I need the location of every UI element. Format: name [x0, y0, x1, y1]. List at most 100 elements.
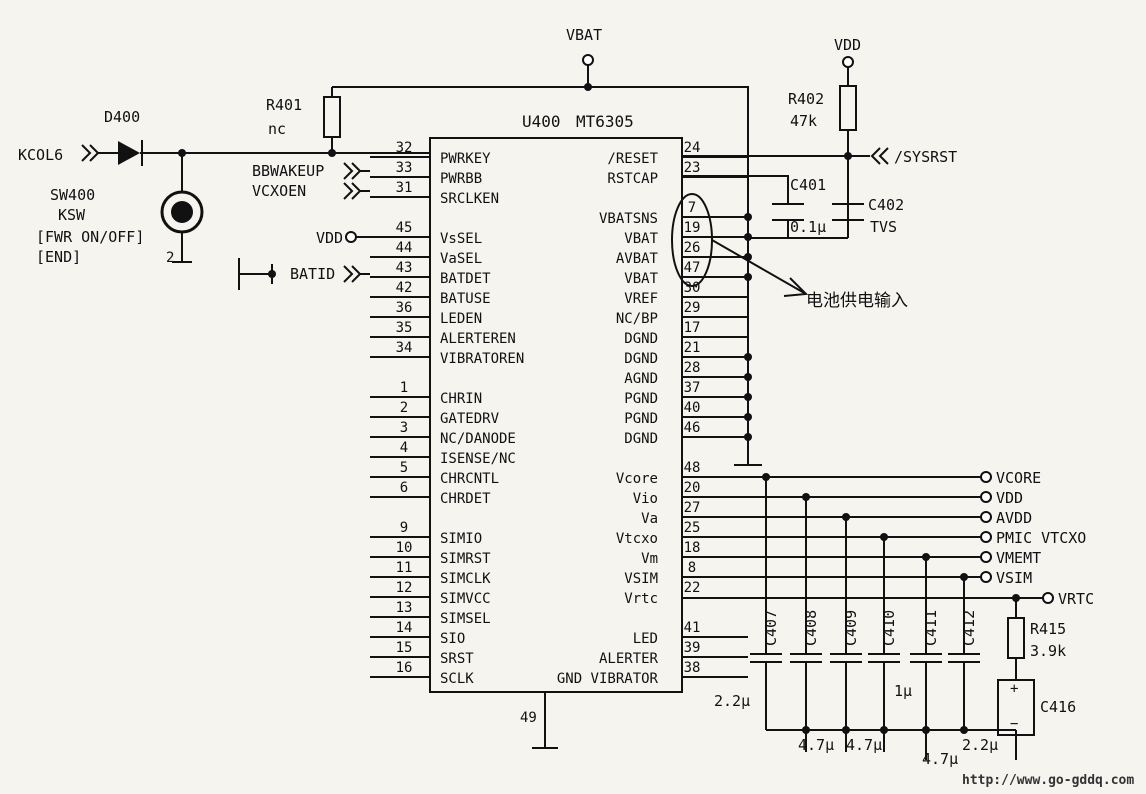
sw400-wire — [172, 153, 192, 263]
right-pin-name: ALERTER — [599, 651, 659, 667]
vbat-label: VBAT — [566, 26, 602, 44]
left-pin-name: SRCLKEN — [440, 191, 499, 207]
right-pin-name: RSTCAP — [607, 171, 658, 187]
right-pin-name: GND VIBRATOR — [557, 671, 659, 687]
ic-body-u400 — [429, 137, 683, 693]
rail-label: AVDD — [996, 509, 1032, 527]
c402-label: C402 — [868, 196, 904, 214]
left-pin-number: 44 — [396, 240, 413, 256]
right-pin-number: 30 — [684, 280, 701, 296]
vbat-terminal — [582, 54, 594, 66]
sw400-note-1: [FWR ON/OFF] — [36, 228, 144, 246]
left-pin-number: 10 — [396, 540, 413, 556]
d400-symbol — [118, 141, 140, 165]
right-pin-number: 46 — [684, 420, 701, 436]
cap-ground-stubs — [805, 730, 927, 760]
right-pin-name: DGND — [624, 331, 658, 347]
right-pin-number: 27 — [684, 500, 701, 516]
right-pin-name: PGND — [624, 391, 658, 407]
rail-label: VMEMT — [996, 549, 1041, 567]
c402-plates — [832, 203, 864, 221]
cap-label: C411 — [922, 610, 940, 646]
right-pin-number: 7 — [688, 200, 696, 216]
left-pin-name: VaSEL — [440, 251, 482, 267]
left-pin-name: SIO — [440, 631, 465, 647]
left-pin-name: VIBRATOREN — [440, 351, 524, 367]
rail-label: VSIM — [996, 569, 1032, 587]
sysrst-label: /SYSRST — [894, 148, 957, 166]
cap-label: C412 — [960, 610, 978, 646]
kcol6-label: KCOL6 — [18, 146, 63, 164]
left-pin-name: GATEDRV — [440, 411, 500, 427]
left-pin-name: CHRDET — [440, 491, 491, 507]
left-pin-name: BATUSE — [440, 291, 491, 307]
sysrst-arrow — [870, 147, 889, 165]
rail-terminal — [980, 511, 992, 523]
right-pin-number: 47 — [684, 260, 701, 276]
c401-wire — [682, 175, 848, 239]
right-pin-number: 19 — [684, 220, 701, 236]
rail-terminal — [980, 531, 992, 543]
left-pin-name: SCLK — [440, 671, 474, 687]
right-pin-number: 24 — [684, 140, 701, 156]
batid-junction-1 — [268, 270, 276, 278]
right-pin-name: Vcore — [616, 471, 658, 487]
left-pin-name: ISENSE/NC — [440, 451, 516, 467]
left-pin-number: 43 — [396, 260, 413, 276]
right-pin-number: 41 — [684, 620, 701, 636]
left-pin-number: 15 — [396, 640, 413, 656]
left-pin-name: SIMIO — [440, 531, 482, 547]
left-pin-number: 2 — [400, 400, 408, 416]
c416-body — [997, 679, 1035, 736]
right-pin-name: Vrtc — [624, 591, 658, 607]
cap-plates — [830, 653, 862, 663]
c416-label: C416 — [1040, 698, 1076, 716]
c416-minus: − — [1010, 716, 1018, 732]
cap-label: C410 — [880, 610, 898, 646]
right-pin-name: VBAT — [624, 271, 658, 287]
right-pin-name: Vio — [633, 491, 658, 507]
left-pin-number: 42 — [396, 280, 413, 296]
vbat-junction — [584, 83, 592, 91]
cap-value-c411: 4.7μ — [922, 750, 958, 768]
vrtc-label: VRTC — [1058, 590, 1094, 608]
left-pin-name: SIMSEL — [440, 611, 491, 627]
right-pin-number: 28 — [684, 360, 701, 376]
c401-value: 0.1μ — [790, 218, 826, 236]
vdd-left-terminal — [345, 231, 357, 243]
ic-part-number: MT6305 — [576, 112, 634, 131]
sw400-ring — [160, 190, 204, 234]
vcxoen-arrow — [343, 182, 370, 200]
reset-junction — [844, 152, 852, 160]
pin-49-number: 49 — [520, 710, 537, 726]
left-pin-number: 16 — [396, 660, 413, 676]
left-pin-number: 5 — [400, 460, 408, 476]
c401-plates — [772, 203, 804, 221]
right-pin-number: 18 — [684, 540, 701, 556]
left-pin-name: VsSEL — [440, 231, 482, 247]
right-pin-number: 23 — [684, 160, 701, 176]
r415-value: 3.9k — [1030, 642, 1066, 660]
right-pin-name: VBATSNS — [599, 211, 658, 227]
right-pin-number: 8 — [688, 560, 696, 576]
vdd-top-terminal — [842, 56, 854, 68]
sw400-note-2: [END] — [36, 248, 81, 266]
kcol6-arrow — [81, 144, 100, 162]
right-pin-number: 29 — [684, 300, 701, 316]
left-pin-number: 9 — [400, 520, 408, 536]
right-pin-name: Vm — [641, 551, 658, 567]
r401-junction — [328, 149, 336, 157]
right-pin-number: 22 — [684, 580, 701, 596]
sw400-button — [171, 201, 193, 223]
rail-terminal — [980, 571, 992, 583]
left-pin-number: 4 — [400, 440, 408, 456]
watermark-url: http://www.go-gddq.com — [962, 773, 1134, 788]
left-pin-name: PWRBB — [440, 171, 482, 187]
right-pin-name: PGND — [624, 411, 658, 427]
rail-terminal — [980, 551, 992, 563]
cap-plates — [948, 653, 980, 663]
cap-plates — [910, 653, 942, 663]
left-pin-number: 3 — [400, 420, 408, 436]
